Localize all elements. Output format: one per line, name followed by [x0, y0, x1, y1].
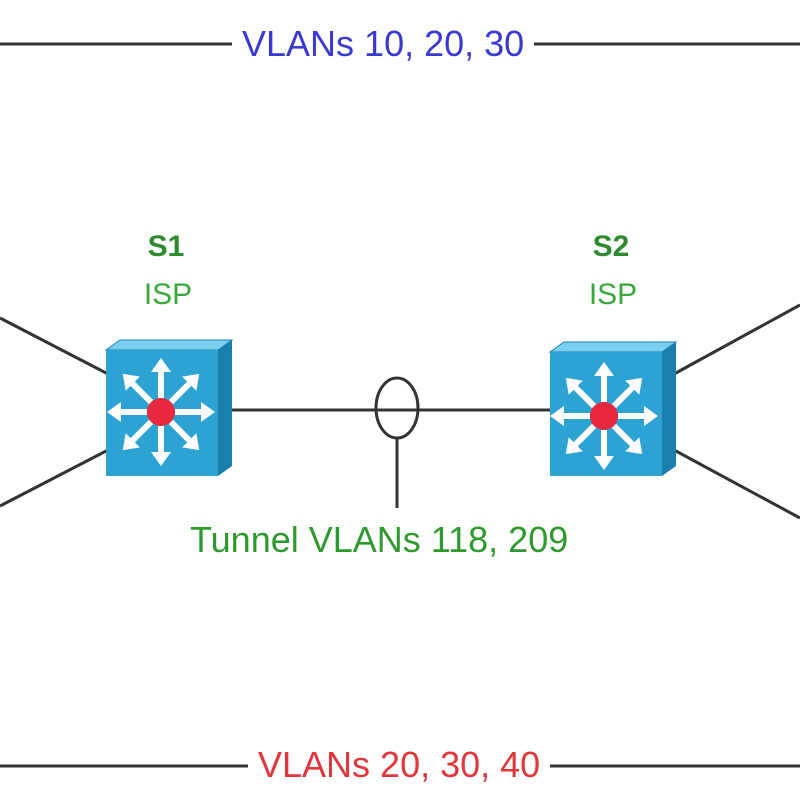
switch-s2-name: S2	[592, 230, 630, 263]
switch-s1-role: ISP	[143, 278, 193, 311]
switch-s1-side	[218, 340, 232, 476]
s1-uplink-lower	[0, 448, 109, 508]
switch-s2-top	[548, 341, 678, 353]
bottom-trunk-vlan-label: VLANs 20, 30, 40	[248, 747, 551, 783]
s2-uplink-lower	[673, 448, 800, 520]
multilayer-switch-icon	[107, 358, 215, 466]
s1-uplink-upper	[0, 316, 109, 376]
switch-s2-side	[662, 342, 676, 476]
switch-s1[interactable]	[104, 339, 234, 476]
switch-s1-name: S1	[147, 230, 185, 263]
switch-s1-top	[104, 339, 234, 351]
tunnel-bundle-ellipse	[374, 376, 420, 440]
switch-s2-role: ISP	[588, 278, 638, 311]
top-trunk-vlan-label: VLANs 10, 20, 30	[232, 26, 535, 62]
multilayer-switch-icon	[550, 362, 658, 470]
s2-uplink-upper	[673, 303, 800, 376]
switch-s2[interactable]	[548, 341, 678, 476]
tunnel-vlan-label: Tunnel VLANs 118, 209	[190, 519, 569, 560]
